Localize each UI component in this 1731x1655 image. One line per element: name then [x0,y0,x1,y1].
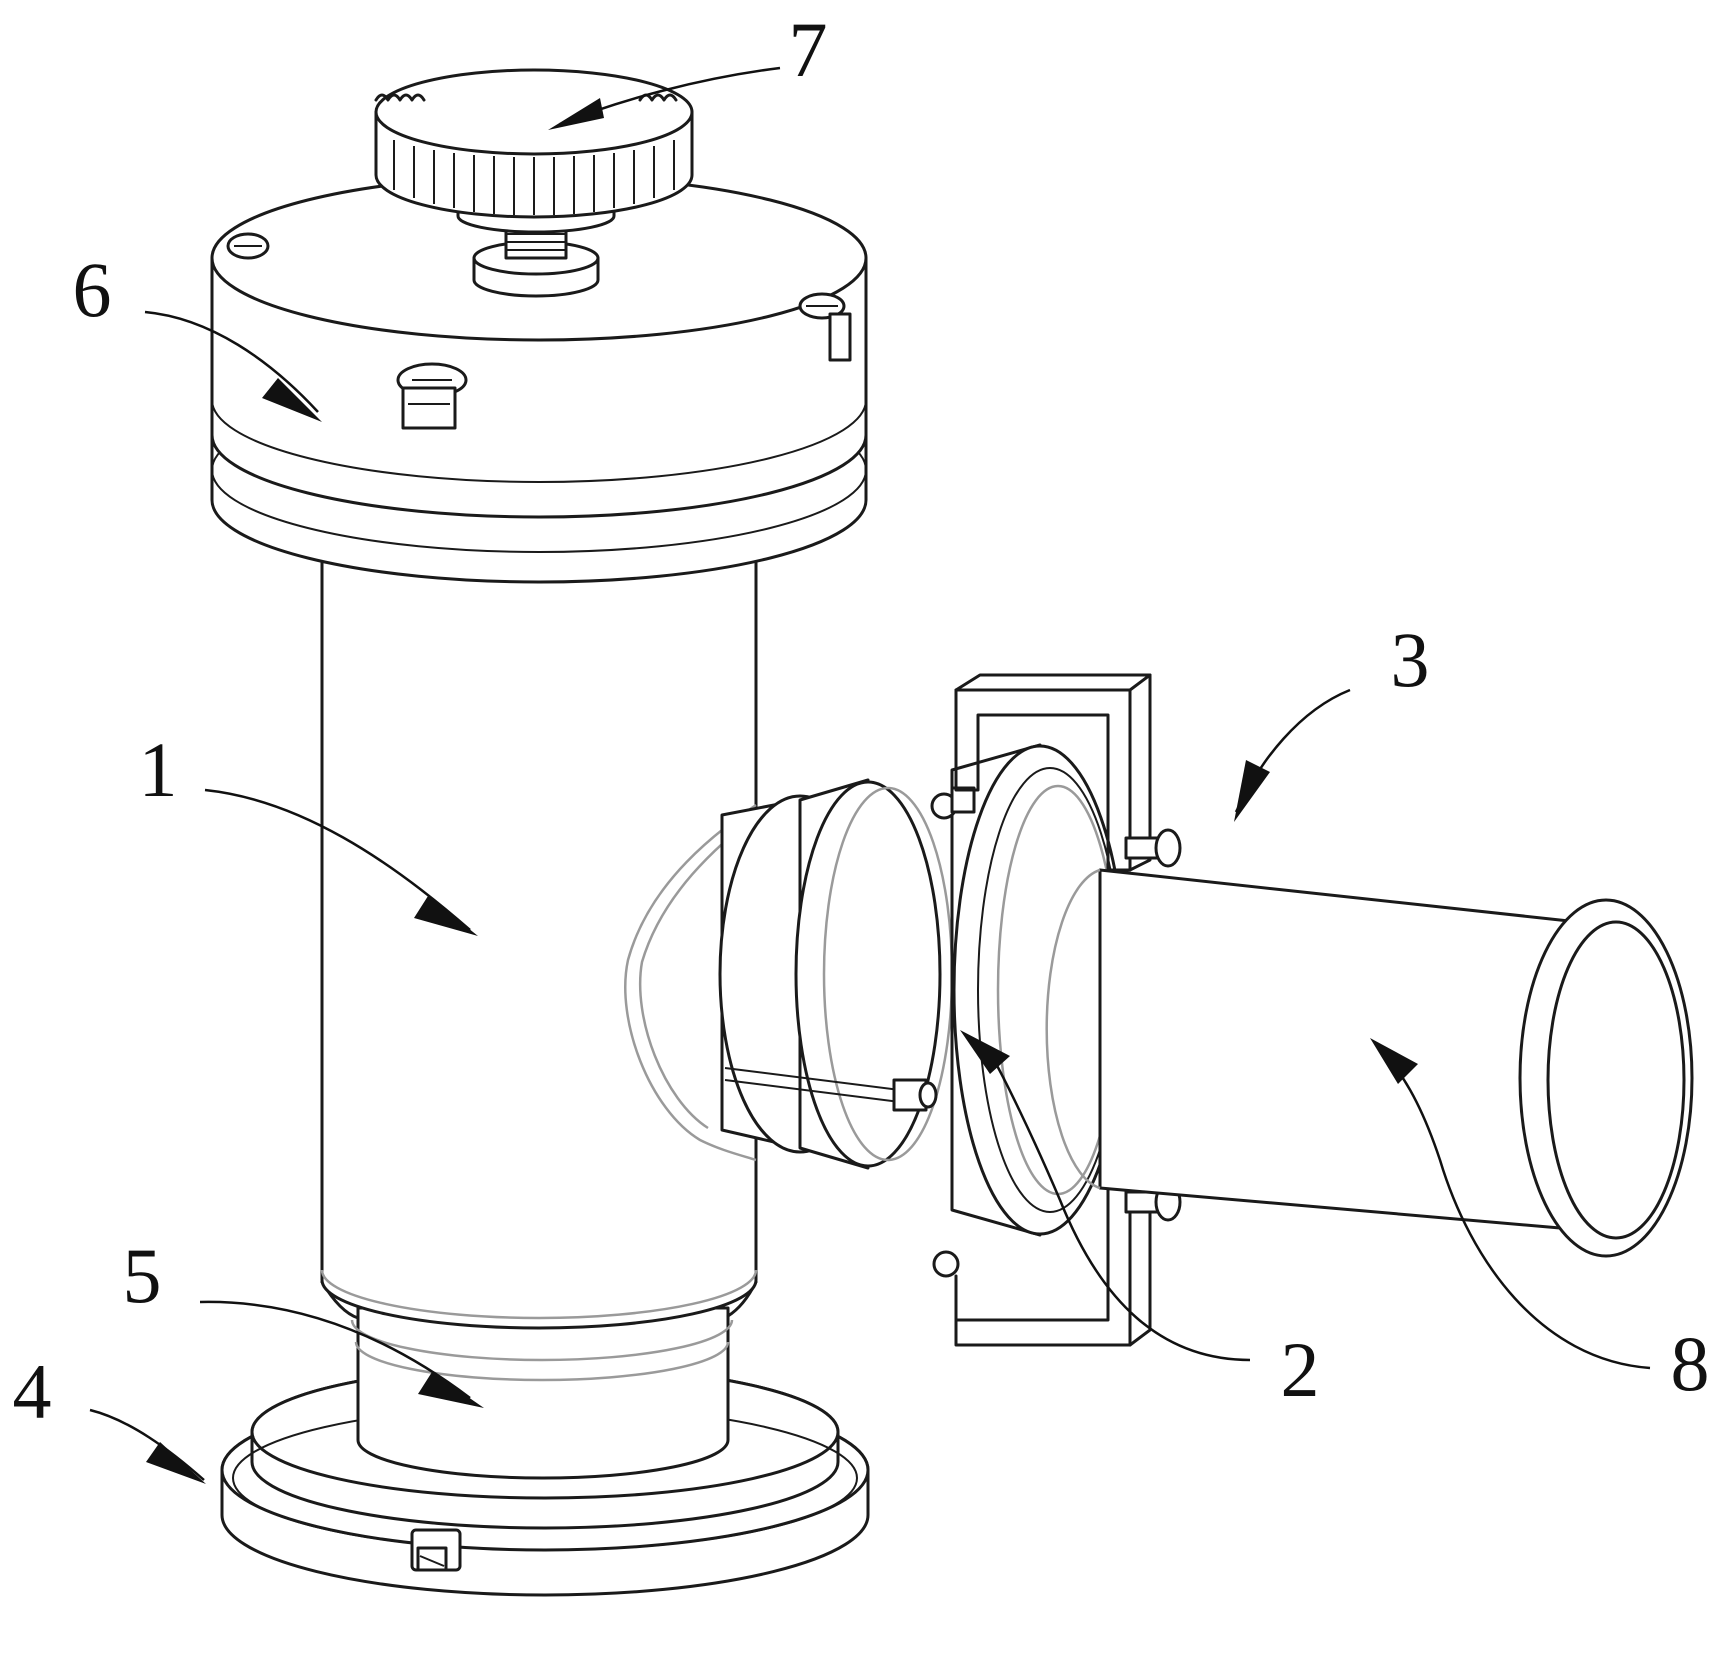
leader-8 [1370,1038,1651,1370]
cap-screw-right [798,292,852,362]
leader-2 [960,1030,1251,1362]
outlet-pipe [1045,868,1694,1258]
callout-3: 3 [1391,616,1430,703]
top-cap [210,174,868,584]
callout-6: 6 [73,246,112,333]
cap-screw-front [396,362,468,430]
callout-7: 7 [789,6,828,93]
callout-2: 2 [1281,1326,1320,1413]
leader-6 [144,310,322,422]
base-clamp-screw [410,1528,462,1572]
callout-1: 1 [139,726,178,813]
leader-3 [1234,688,1351,822]
clamp-bolt-upper [1124,828,1182,868]
upper-ball-pin [930,786,976,820]
leader-1 [204,788,478,936]
callout-5: 5 [123,1232,162,1319]
adjusting-stem [456,204,616,298]
main-body [320,538,758,1330]
branch-connector [718,743,1128,1278]
callout-8: 8 [1671,1320,1710,1407]
leader-4 [89,1408,206,1484]
tie-rod [724,1067,938,1112]
knurled-knob [374,68,694,219]
leader-7 [548,66,781,130]
lower-ball-pin [932,1250,960,1278]
callout-4: 4 [13,1348,52,1435]
cap-screw-left [226,232,270,260]
leader-5 [199,1300,484,1408]
